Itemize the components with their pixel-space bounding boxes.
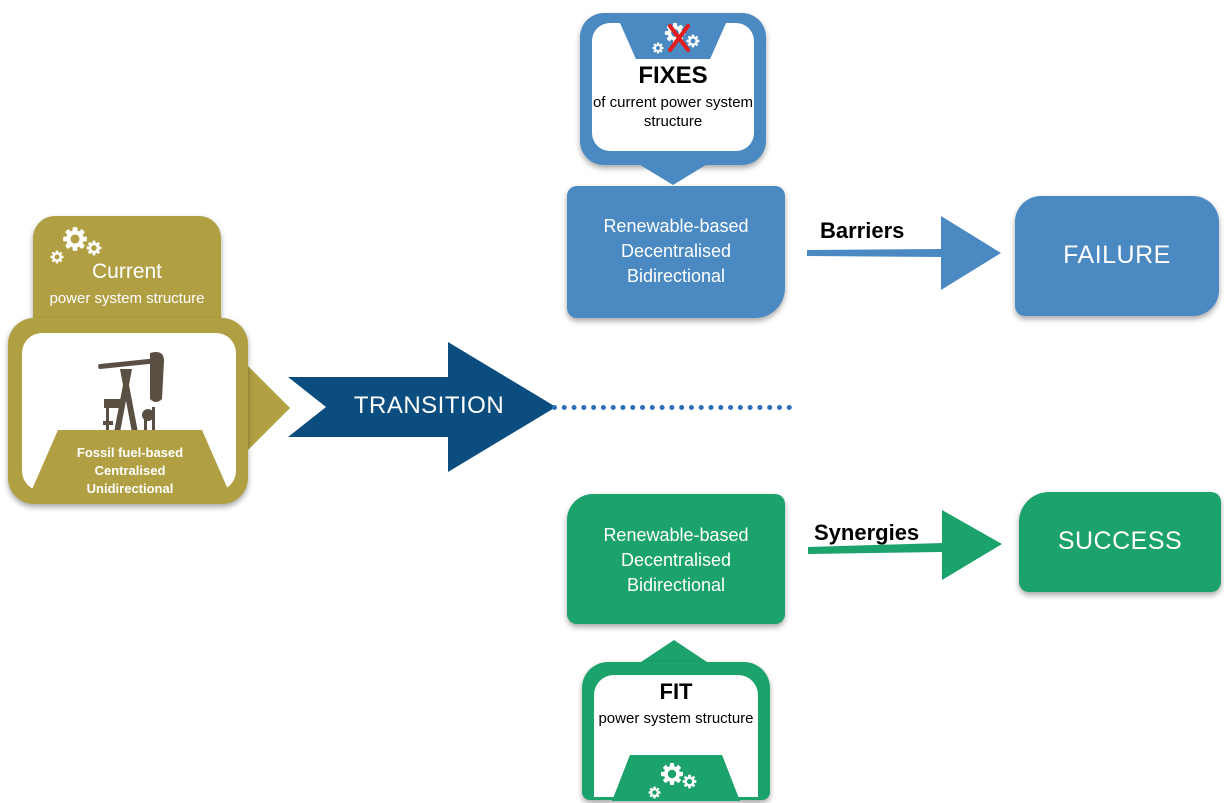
fit-pointer [638,640,710,664]
lower-structure-box [567,494,785,624]
lower-structure-text: Renewable-based Decentralised Bidirectio… [567,523,785,598]
current-pointer [240,358,290,458]
oil-pump-jack-icon [90,352,170,446]
upper-structure-text: Renewable-based Decentralised Bidirectio… [567,214,785,289]
upper-structure-line: Decentralised [620,241,732,261]
barriers-arrow [807,216,1001,290]
success-label: SUCCESS [1057,527,1183,555]
transition-label: TRANSITION [353,392,505,419]
barriers-label: Barriers [820,218,905,243]
lower-structure-line: Bidirectional [626,575,726,595]
fixes-title: FIXES [638,62,708,89]
fixes-pointer [637,163,709,185]
upper-structure-box [567,186,785,318]
upper-structure-line: Bidirectional [626,266,726,286]
current-title: Current [91,260,163,283]
success-box [1019,492,1221,592]
failure-label: FAILURE [1063,241,1171,269]
transition-arrow [288,342,556,472]
crossed-out-gears-icon [652,22,700,54]
transition-dotted-line [552,405,792,410]
current-description: Fossil fuel-based Centralised Unidirecti… [30,444,230,498]
fixes-subtitle: of current power system structure [592,94,754,130]
fit-title: FIT [659,679,693,704]
fit-subtitle: power system structure [598,710,754,727]
current-description-line: Centralised [94,463,166,478]
gears-icon [648,763,697,799]
current-subtitle: power system structure [49,290,205,307]
lower-structure-line: Decentralised [620,550,732,570]
current-description-line: Unidirectional [86,481,174,496]
failure-box [1015,196,1219,316]
lower-structure-line: Renewable-based [603,525,749,545]
upper-structure-line: Renewable-based [603,216,749,236]
synergies-arrow [808,510,1002,580]
synergies-label: Synergies [814,520,920,545]
current-description-line: Fossil fuel-based [76,445,184,460]
current-description-band [30,430,230,494]
